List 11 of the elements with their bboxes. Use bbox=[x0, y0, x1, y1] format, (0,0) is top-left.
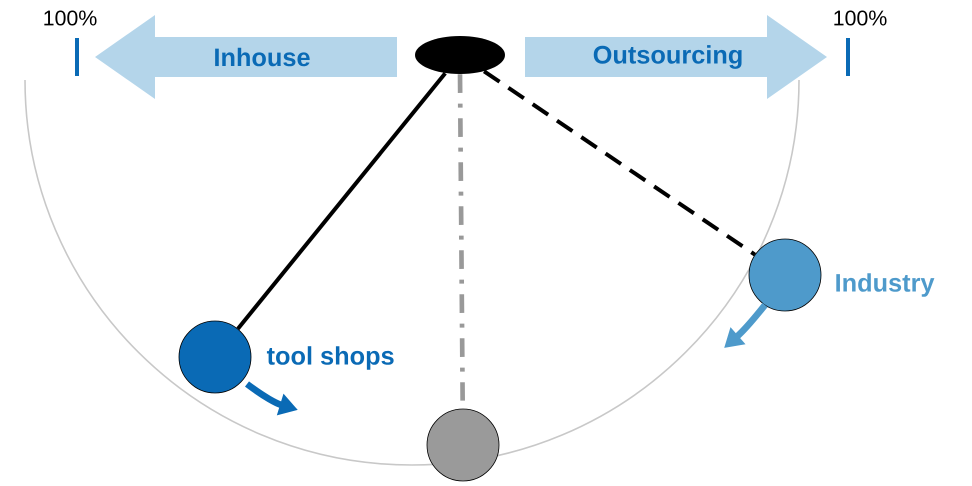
ball-label: tool shops bbox=[266, 346, 394, 370]
percent-label: 100% bbox=[834, 10, 887, 26]
pendulum-string bbox=[482, 70, 756, 256]
pendulum-ball bbox=[426, 408, 500, 482]
pendulum-ball bbox=[748, 238, 822, 312]
ball-label: Industry bbox=[836, 273, 934, 297]
pivot-ellipse bbox=[415, 36, 505, 74]
pendulum-string bbox=[236, 72, 447, 330]
pendulum-ball bbox=[178, 320, 252, 394]
pendulum-string bbox=[458, 74, 465, 401]
percent-label: 100% bbox=[44, 10, 97, 26]
